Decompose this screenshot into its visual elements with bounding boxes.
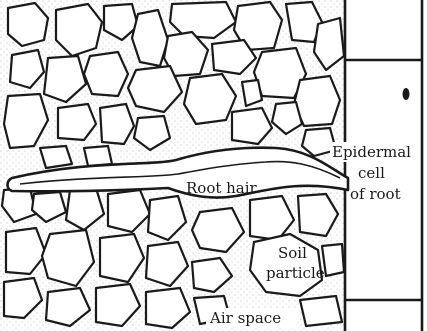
soil-particle bbox=[242, 80, 262, 106]
soil-particle bbox=[84, 52, 128, 96]
label-root-hair: Root hair bbox=[186, 179, 258, 197]
soil-particle bbox=[322, 244, 344, 276]
label-epidermal-cell-line1: Epidermal bbox=[332, 143, 411, 161]
label-soil-particle-line2: particle bbox=[266, 264, 325, 282]
label-epidermal-cell-line3: of root bbox=[350, 185, 401, 203]
label-epidermal-cell-line2: cell bbox=[358, 164, 385, 182]
nucleus bbox=[403, 88, 410, 100]
soil-particle bbox=[8, 3, 48, 46]
label-air-space: Air space bbox=[209, 309, 281, 327]
label-soil-particle-line1: Soil bbox=[278, 244, 307, 262]
soil-particle bbox=[84, 146, 112, 166]
soil-particle bbox=[300, 296, 342, 326]
soil-particle bbox=[56, 4, 102, 56]
soil-particle bbox=[40, 146, 72, 168]
